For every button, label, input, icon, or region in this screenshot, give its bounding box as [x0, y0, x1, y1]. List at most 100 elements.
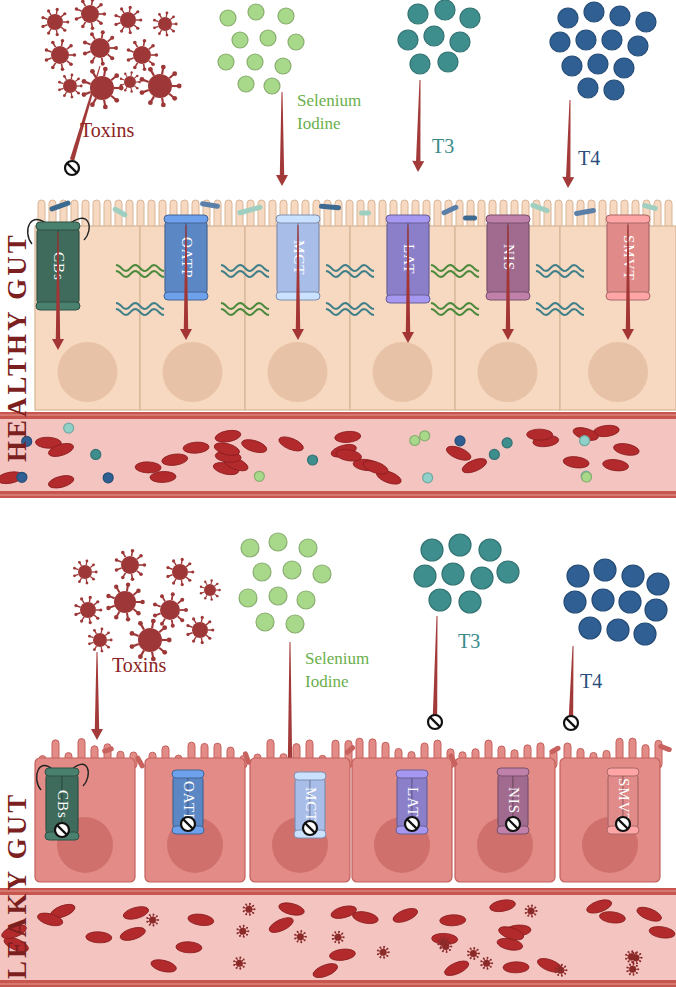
blocked-slash — [183, 819, 193, 829]
virus-spike-tip — [636, 962, 638, 964]
red-blood-cell — [443, 958, 471, 979]
virus-spike-tip — [216, 583, 218, 585]
virus-spike-tip — [487, 968, 489, 970]
toxin-virus — [525, 904, 538, 917]
virus-spike-tip — [90, 32, 94, 36]
virus-spike-tip — [564, 966, 566, 968]
tight-junction — [431, 309, 479, 315]
virus-spike-tip — [631, 961, 633, 963]
toxin-virus — [467, 947, 480, 960]
virus-body — [297, 933, 304, 940]
virus-spike-tip — [470, 948, 472, 950]
virus-spike-tip — [246, 934, 248, 936]
flow-arrow-shaft — [280, 92, 284, 175]
virus-spike-tip — [96, 600, 99, 603]
transporter-overlay — [45, 768, 79, 840]
t3-particle — [398, 30, 418, 50]
virus-spike-tip — [162, 625, 167, 630]
virus-spike-tip — [172, 96, 177, 101]
epithelial-cell — [352, 758, 452, 882]
red-blood-cell — [311, 961, 339, 981]
gut-panel: HEALTHY GUTCBsOATPMCTLATNISSMVT — [0, 195, 676, 500]
virus-spike-tip — [181, 583, 184, 586]
toxin-virus — [236, 925, 249, 938]
virus-spike-tip — [566, 969, 568, 971]
virus-spike-tip — [636, 965, 638, 967]
virus-spike-tip — [136, 75, 138, 77]
virus-spike-tip — [74, 613, 77, 616]
tight-junction — [221, 309, 269, 315]
virus-spike-tip — [107, 646, 110, 649]
virus-spike-tip — [233, 964, 235, 966]
virus-spike-tip — [130, 644, 135, 649]
virus-spike-tip — [99, 608, 102, 611]
selenium-iodine-particle — [278, 8, 294, 24]
virus-spike-tip — [626, 970, 628, 972]
bacterium — [134, 755, 145, 770]
flow-arrow-head — [562, 177, 574, 188]
virus-spike-tip — [188, 562, 191, 565]
vessel-lumen — [0, 419, 676, 491]
red-blood-cell — [161, 453, 188, 467]
transporter-protein: SMVT — [607, 768, 639, 834]
tight-junction — [536, 265, 584, 271]
red-blood-cell — [563, 455, 590, 469]
virus-spike-tip — [143, 67, 147, 71]
virus-spike-tip — [449, 942, 451, 944]
virus-spike-tip — [377, 949, 379, 951]
virus-spike-tip — [635, 952, 637, 954]
virus-spike-tip — [140, 90, 145, 95]
virus-body — [78, 565, 92, 579]
virus-spike-tip — [332, 938, 334, 940]
bacterium — [642, 203, 659, 212]
virus-spike-tip — [101, 650, 104, 653]
virus-spike-tip — [152, 913, 154, 915]
virus-spike-tip — [63, 12, 66, 15]
t4-particle — [602, 30, 622, 50]
virus-spike-tip — [304, 939, 306, 941]
transporter-protein: SMVT — [606, 215, 650, 300]
transporter-overlay — [497, 768, 529, 834]
virus-spike-tip — [633, 974, 635, 976]
transporter-overlay — [276, 215, 320, 300]
t3-particle — [497, 561, 519, 583]
selenium-iodine-particle — [241, 539, 259, 557]
virus-spike-tip — [446, 951, 448, 953]
virus-spike-tip — [557, 974, 559, 976]
virus-spike-tip — [77, 92, 80, 95]
transporter-cap — [386, 215, 430, 223]
substance-label: T3 — [458, 628, 480, 655]
virus-spike-tip — [239, 957, 241, 959]
virus-spike-tip — [201, 616, 204, 619]
virus-spike-tip — [490, 966, 492, 968]
virus-body — [192, 622, 208, 638]
virus-spike-tip — [447, 938, 449, 940]
tight-junction — [326, 303, 374, 309]
virus-spike-tip — [101, 628, 104, 631]
t3-particle — [471, 567, 493, 589]
virus-spike-tip — [151, 62, 155, 66]
virus-spike-tip — [300, 930, 302, 932]
red-blood-cell — [445, 443, 473, 463]
transporter-overlay — [486, 215, 530, 300]
virus-spike-tip — [305, 936, 307, 938]
virus-spike-tip — [211, 628, 214, 631]
virus-spike-tip — [527, 905, 529, 907]
virus-spike-tip — [442, 941, 444, 943]
virus-body — [90, 38, 110, 58]
virus-spike-tip — [133, 41, 137, 45]
virus-spike-tip — [628, 961, 630, 963]
flow-arrow-shaft — [95, 652, 99, 729]
virus-spike-tip — [80, 85, 83, 88]
blocked-slash — [67, 163, 77, 173]
red-blood-cell — [214, 429, 242, 444]
virus-spike-tip — [131, 577, 135, 581]
virus-spike-tip — [184, 608, 188, 612]
blocked-slash — [566, 718, 576, 728]
virus-spike-tip — [480, 960, 482, 962]
virus-spike-tip — [81, 25, 85, 29]
flow-arrow-head — [91, 729, 103, 740]
